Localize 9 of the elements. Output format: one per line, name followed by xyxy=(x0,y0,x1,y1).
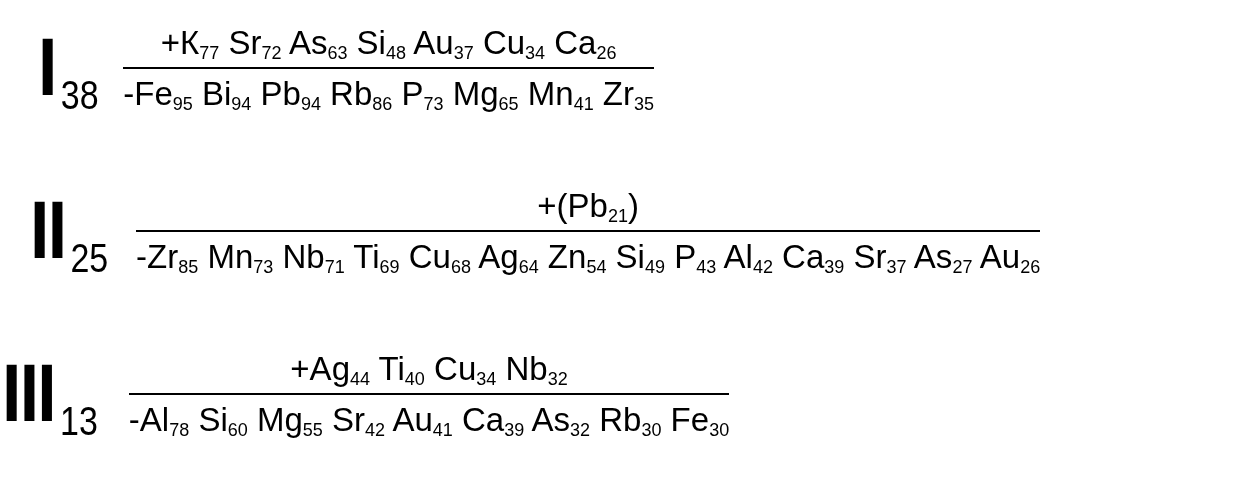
denominator-formula: -Fe$_{95}$ Bi$_{94}$ Pb$_{94}$ Rb$_{86}$ P$_{73}$ Mg$_{65}$ Mn$_{41}$ Zr$_{35}$ xyxy=(123,74,654,115)
group-numeral: III$_{13}$ xyxy=(2,352,98,441)
group-numeral: II$_{25}$ xyxy=(30,189,109,278)
numerator-formula: +Ag$_{44}$ Ti$_{40}$ Cu$_{34}$ Nb$_{32}$ xyxy=(289,349,569,390)
group-numeral: I$_{38}$ xyxy=(38,26,99,115)
denominator-formula: -Al$_{78}$ Si$_{60}$ Mg$_{55}$ Sr$_{42}$ Au$_{41}$ Ca$_{39}$ As$_{32}$ Rb$_{30}$ Fe$_{30}$ xyxy=(128,400,730,441)
denominator-formula: -Zr$_{85}$ Mn$_{73}$ Nb$_{71}$ Ti$_{69}$ Cu$_{68}$ Ag$_{64}$ Zn$_{54}$ Si$_{49}$ P$_{43}$ Al$_{42}$ Ca$_{39}$ Sr$_{37}$ As$_{27}$ Au$_{26}$ xyxy=(136,237,1041,278)
numerator-formula: +К$_{77}$ Sr$_{72}$ As$_{63}$ Si$_{48}$ Au$_{37}$ Cu$_{34}$ Ca$_{26}$ xyxy=(159,23,618,64)
numerator-formula: +(Pb$_{21}$) xyxy=(536,186,640,227)
